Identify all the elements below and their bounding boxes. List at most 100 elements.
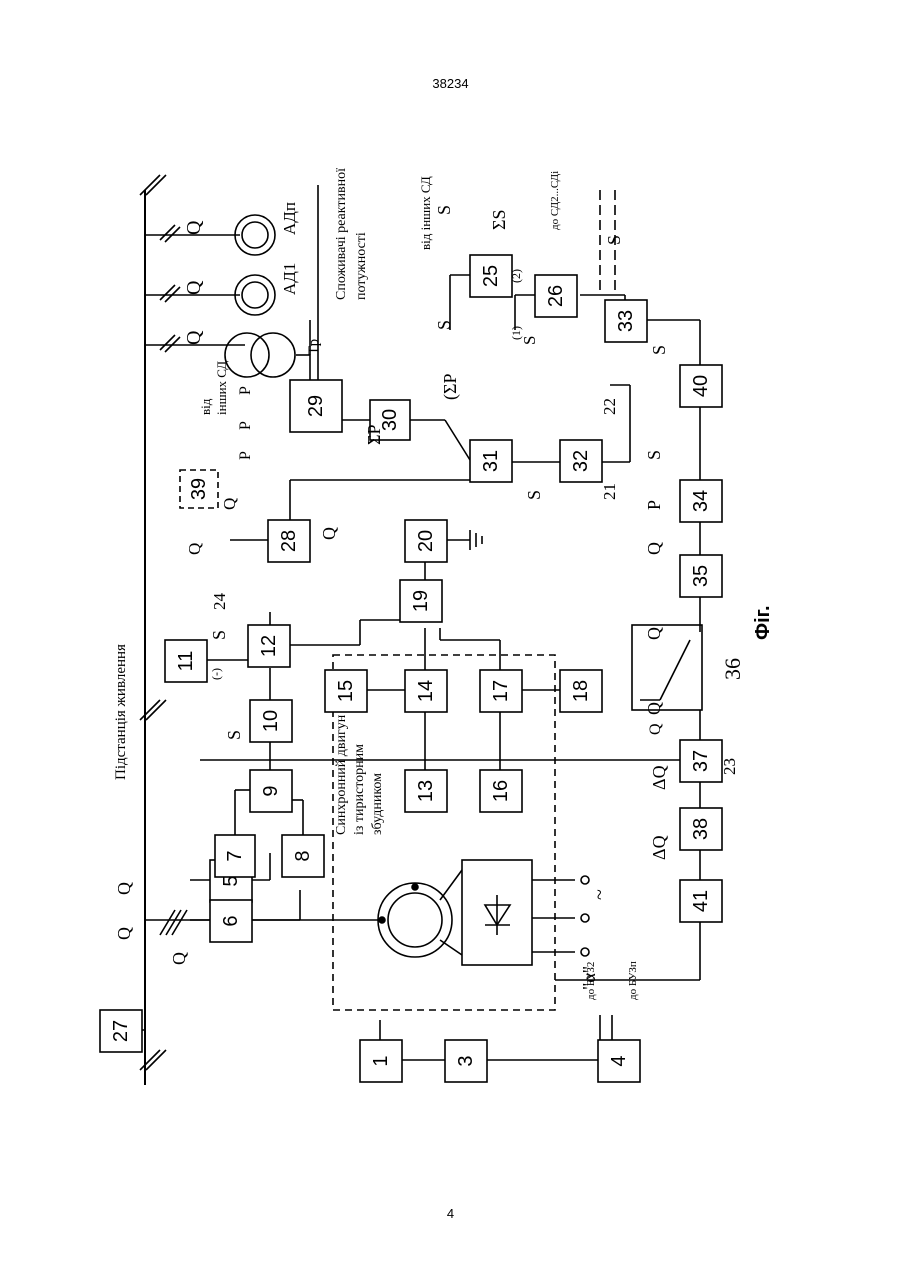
label-q-g1: Q <box>169 952 189 965</box>
block-12-label: 12 <box>258 635 280 657</box>
block-16-label: 16 <box>490 780 512 802</box>
label-n22: 22 <box>600 398 619 415</box>
label-two: (2) <box>509 269 523 283</box>
block-4: 4 <box>598 1040 640 1082</box>
label-from-other-sd-b: від інших СД <box>418 176 433 250</box>
label-q-n1: Q <box>183 330 205 345</box>
label-p2: P <box>237 421 254 430</box>
block-25-label: 25 <box>480 265 502 287</box>
label-s-gran1: S <box>209 630 229 640</box>
label-sync-motor-1: Синхронний двигун <box>334 714 349 835</box>
label-n24: 24 <box>210 593 229 611</box>
block-39: 39 <box>188 478 210 500</box>
block-20: 20 <box>405 520 447 562</box>
label-alpha: "α" <box>579 966 599 990</box>
block-14-label: 14 <box>415 680 437 702</box>
block-17: 17 <box>480 670 522 712</box>
label-dq-p1: ΔQ <box>649 765 669 790</box>
block-27-label: 27 <box>110 1020 132 1042</box>
label-q-n: Q <box>644 627 664 640</box>
label-to-buzn: до БУЗп <box>627 961 639 1000</box>
label-q2-potr: Q <box>319 527 339 540</box>
label-s-gran-i: S <box>434 320 454 330</box>
label-s-gran: S <box>434 205 454 215</box>
block-18-label: 18 <box>570 680 592 702</box>
label-s-seri: S <box>604 235 624 245</box>
block-27: 27 <box>100 1010 142 1052</box>
block-39-label: 39 <box>188 478 210 500</box>
block-41-label: 41 <box>690 890 712 912</box>
block-28-label: 28 <box>278 530 300 552</box>
block-19-label: 19 <box>410 590 432 612</box>
label-s-psk: S <box>224 730 244 740</box>
label-q-p: Q <box>644 702 664 715</box>
label-ad1: АД1 <box>280 263 299 295</box>
block-6: 6 <box>210 900 252 942</box>
block-19: 19 <box>400 580 442 622</box>
block-32: 32 <box>560 440 602 482</box>
block-20-label: 20 <box>415 530 437 552</box>
block-11: 11 <box>165 640 207 682</box>
label-transformer: Тр <box>306 339 322 355</box>
label-n36: 36 <box>720 658 745 680</box>
block-40: 40 <box>680 365 722 407</box>
page-number-bottom: 4 <box>0 1206 901 1221</box>
block-7: 7 <box>215 835 255 877</box>
block-1: 1 <box>360 1040 402 1082</box>
label-q-nn: Q <box>183 220 205 235</box>
block-34: 34 <box>680 480 722 522</box>
block-33-label: 33 <box>615 310 637 332</box>
block-37-label: 37 <box>690 750 712 772</box>
label-q-n2: Q <box>183 280 205 295</box>
block-28: 28 <box>268 520 310 562</box>
block-1-label: 1 <box>370 1055 392 1066</box>
block-29: 29 <box>290 380 342 432</box>
block-8-label: 8 <box>292 850 314 861</box>
label-sync-motor-3: збудником <box>370 773 385 835</box>
label-sum-s-gri: ΣS <box>489 210 509 231</box>
label-q2-n: Q <box>644 542 664 555</box>
block-3: 3 <box>445 1040 487 1082</box>
block-31-label: 31 <box>480 450 502 472</box>
block-26-label: 26 <box>545 285 567 307</box>
block-37: 37 <box>680 740 722 782</box>
label-q-n-sig: Q <box>647 723 664 735</box>
label-n21: 21 <box>600 483 619 500</box>
label-reactive-consumers-2: потужності <box>354 232 369 300</box>
block-4-label: 4 <box>608 1055 630 1066</box>
block-9: 9 <box>250 770 292 812</box>
label-q-c: Q <box>114 882 134 895</box>
block-17-label: 17 <box>490 680 512 702</box>
block-12: 12 <box>248 625 290 667</box>
block-41: 41 <box>680 880 722 922</box>
figure-caption: Фіг. <box>752 605 775 640</box>
label-n23: 23 <box>720 758 739 775</box>
block-18: 18 <box>560 670 602 712</box>
block-15: 15 <box>325 670 367 712</box>
block-40-label: 40 <box>690 375 712 397</box>
block-31: 31 <box>470 440 512 482</box>
label-dq-p2: ΔQ <box>649 835 669 860</box>
block-8: 8 <box>282 835 324 877</box>
label-adn: АДп <box>280 202 299 235</box>
block-26: 26 <box>535 275 577 317</box>
label-q-m: Q <box>114 927 134 940</box>
block-10: 10 <box>250 700 292 742</box>
label-p1: P <box>237 451 254 460</box>
block-10-label: 10 <box>260 710 282 732</box>
block-16: 16 <box>480 770 522 812</box>
label-from-other-sd-a1: від <box>198 398 213 415</box>
block-34-label: 34 <box>690 490 712 512</box>
block-38-label: 38 <box>690 818 712 840</box>
label-pi: P <box>237 386 254 395</box>
block-25: 25 <box>470 255 512 297</box>
label-sum-p-sq: (ΣP <box>440 374 461 400</box>
label-s2-sum-potr: S <box>524 490 544 500</box>
label-s2-n1: S <box>644 450 664 460</box>
block-15-label: 15 <box>335 680 357 702</box>
label-power-substation: Підстанція живлення <box>113 644 129 780</box>
label-reactive-consumers-1: Споживачі реактивної <box>334 168 349 300</box>
block-9-label: 9 <box>260 785 282 796</box>
label-q-m2: Q <box>185 543 204 555</box>
label-one: (1) <box>509 326 523 340</box>
